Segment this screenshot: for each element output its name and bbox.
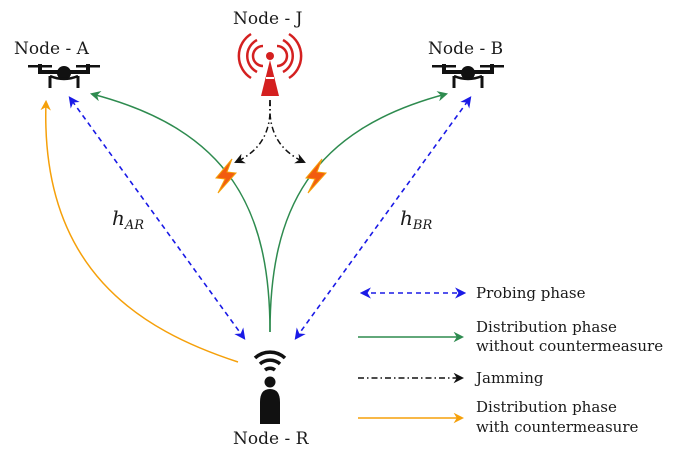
node-r-label: Node - R — [233, 429, 310, 449]
legend-probing-label: Probing phase — [476, 284, 586, 302]
legend-distribution-label-1: Distribution phase — [476, 318, 617, 336]
drone-icon — [28, 64, 100, 88]
lightning-icon — [305, 158, 328, 194]
drone-icon — [432, 64, 504, 88]
lightning-icon — [215, 158, 238, 194]
node-j-label: Node - J — [233, 9, 303, 29]
probing-link-br — [294, 96, 472, 340]
jamming-link-left — [234, 99, 271, 164]
legend-countermeasure-label-1: Distribution phase — [476, 398, 617, 416]
channel-label-ar: hAR — [112, 206, 144, 233]
countermeasure-link-ra — [40, 99, 239, 363]
radio-tower-icon — [237, 32, 303, 96]
node-b-label: Node - B — [428, 39, 503, 59]
probing-link-ar — [68, 96, 246, 340]
node-a-label: Node - A — [14, 39, 90, 59]
legend: Probing phase Distribution phase without… — [358, 284, 663, 436]
legend-countermeasure-label-2: with countermeasure — [476, 418, 638, 436]
distribution-link-ra — [89, 91, 271, 333]
legend-jamming-label: Jamming — [474, 369, 544, 387]
jamming-link-right — [269, 99, 306, 164]
legend-distribution-label-2: without countermeasure — [476, 337, 663, 355]
channel-label-br: hBR — [400, 206, 432, 233]
distribution-link-rb — [269, 91, 449, 333]
wireless-user-icon — [253, 350, 287, 424]
